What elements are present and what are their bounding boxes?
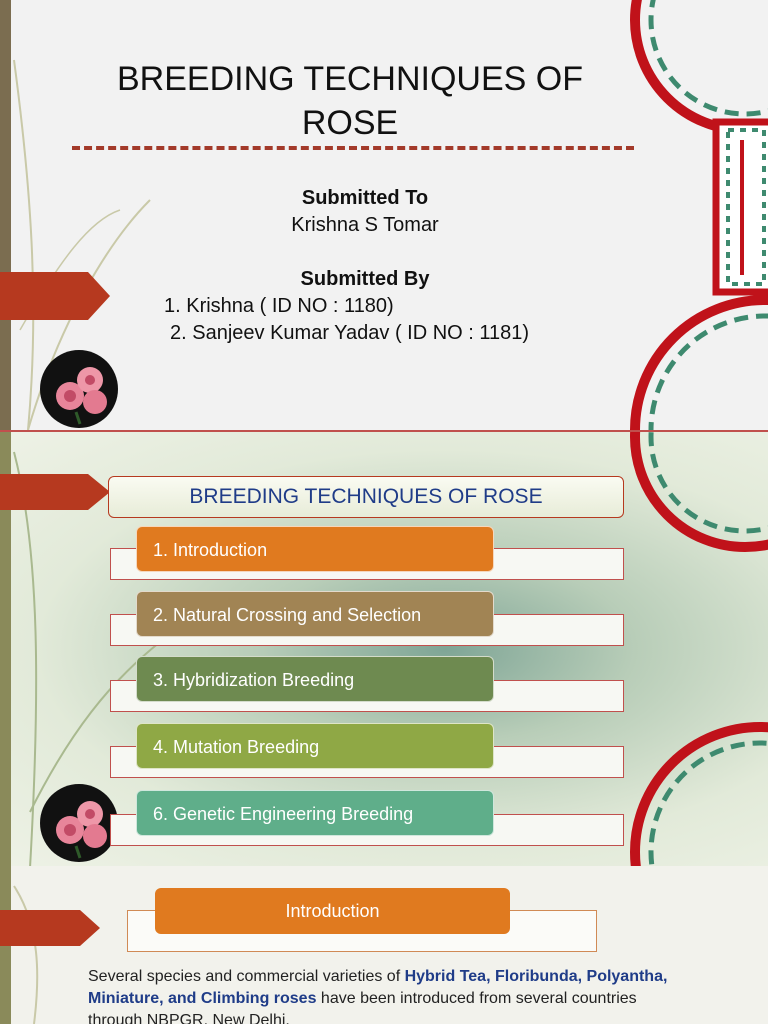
intro-heading: Introduction [155,888,510,934]
toc-item-hybridization[interactable]: 3. Hybridization Breeding [136,656,494,702]
left-border-bar [0,0,11,430]
para-text-end: have been introduced from several countr… [88,990,637,1024]
arrow-marker [0,910,100,946]
toc-item-introduction[interactable]: 1. Introduction [136,526,494,572]
para-bold-text: Hybrid Tea, Floribunda, Polyantha, Minia… [88,968,668,1007]
submitted-to-label: Submitted To [301,187,429,209]
right-ring-decoration [630,0,768,430]
title-slide: BREEDING TECHNIQUES OF ROSE Submitted To… [0,0,768,430]
contents-slide: BREEDING TECHNIQUES OF ROSE 1. Introduct… [0,430,768,866]
toc-item-genetic-engineering[interactable]: 6. Genetic Engineering Breeding [136,790,494,836]
submitted-by-label: Submitted By [300,268,430,290]
decorative-leaves [13,885,39,1024]
member-1: 1. Krishna ( ID NO : 1180) [164,295,394,317]
toc-item-natural-crossing[interactable]: 2. Natural Crossing and Selection [136,591,494,637]
contents-heading: BREEDING TECHNIQUES OF ROSE [108,476,624,518]
submitted-to-name: Krishna S Tomar [291,214,439,236]
slide-title-line2: ROSE [301,104,399,142]
intro-paragraph: Several species and commercial varieties… [88,966,668,1024]
rose-image [40,350,118,428]
member-2: 2. Sanjeev Kumar Yadav ( ID NO : 1181) [170,322,530,344]
arrow-marker [0,272,110,320]
toc-item-mutation[interactable]: 4. Mutation Breeding [136,723,494,769]
right-ring-decoration [630,432,768,866]
para-text: Several species and commercial varieties… [88,968,405,985]
title-divider [72,146,634,150]
introduction-slide: Introduction Several species and commerc… [0,866,768,1024]
arrow-marker [0,474,110,510]
slide-title-line1: BREEDING TECHNIQUES OF [117,60,583,98]
left-border-bar [0,432,11,866]
rose-image [40,784,118,862]
